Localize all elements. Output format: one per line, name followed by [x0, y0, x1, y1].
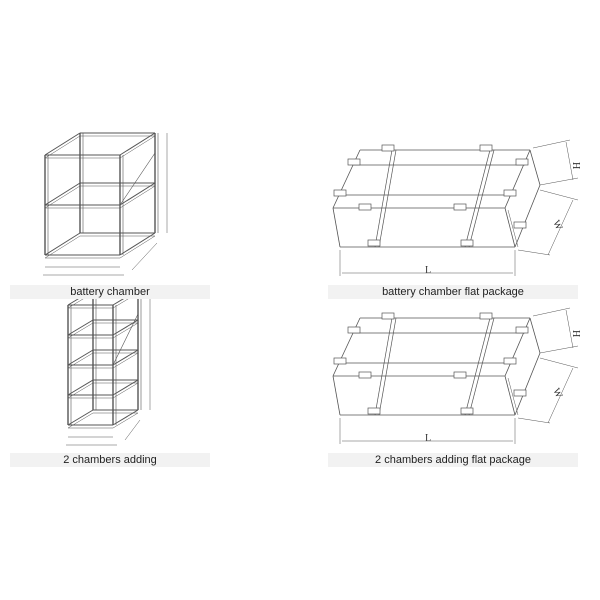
drawing-line	[112, 322, 139, 339]
caption-two-chambers-adding: 2 chambers adding	[10, 453, 210, 467]
strap-clip	[347, 326, 361, 334]
drawing-line	[44, 235, 81, 259]
drawing-line	[67, 409, 94, 426]
caption-two-chambers-flat-package: 2 chambers adding flat package	[328, 453, 578, 467]
strap-clip	[460, 407, 474, 415]
drawing-line	[468, 149, 495, 248]
drawing-line	[112, 379, 139, 396]
strap-clip	[381, 312, 395, 320]
strap-clip	[333, 357, 347, 365]
drawing-line	[374, 149, 393, 248]
drawing-line	[504, 207, 516, 248]
width-label: W	[550, 387, 564, 401]
drawing-line	[514, 352, 541, 416]
strap-clip	[513, 389, 527, 397]
drawing-line	[119, 152, 156, 206]
drawing-line	[532, 139, 571, 149]
drawing-line	[332, 207, 341, 248]
drawing-line	[529, 317, 541, 354]
strap-clip	[358, 203, 372, 211]
drawing-line	[67, 349, 94, 366]
drawing-line	[529, 149, 541, 186]
drawing-line	[332, 375, 341, 416]
drawing-line	[547, 199, 574, 256]
drawing-line	[67, 412, 94, 429]
drawing-line	[565, 141, 574, 181]
drawing-line	[44, 132, 81, 156]
drawing-line	[119, 232, 156, 256]
strap-clip	[381, 144, 395, 152]
drawing-line	[119, 182, 156, 206]
strap-clip	[358, 371, 372, 379]
drawing-line	[517, 417, 551, 424]
drawing-line	[112, 313, 139, 366]
drawing-line	[112, 412, 139, 429]
drawing-line	[514, 184, 541, 248]
drawing-line	[112, 382, 139, 399]
drawing-line	[119, 135, 156, 159]
strap-clip	[503, 357, 517, 365]
strap-clip	[513, 221, 527, 229]
drawing-line	[539, 189, 579, 201]
drawing-line	[464, 317, 491, 416]
drawing-line	[67, 319, 94, 336]
caption-battery-chamber-flat-package: battery chamber flat package	[328, 285, 578, 299]
drawing-line	[468, 317, 495, 416]
drawing-line	[67, 382, 94, 399]
drawing-line	[44, 185, 81, 209]
drawing-line	[44, 232, 81, 256]
drawing-line	[44, 135, 81, 159]
drawing-line	[539, 177, 579, 186]
drawing-line	[119, 235, 156, 259]
drawing-line	[131, 242, 158, 271]
caption-battery-chamber: battery chamber	[10, 285, 210, 299]
drawing-line	[124, 419, 141, 441]
drawing-line	[517, 249, 551, 256]
drawing-line	[539, 357, 579, 369]
drawing-line	[378, 149, 397, 248]
drawing-line	[44, 182, 81, 206]
drawing-line	[507, 377, 519, 416]
height-label: H	[570, 162, 581, 169]
strap-clip	[515, 326, 529, 334]
drawing-line	[464, 149, 491, 248]
width-label: W	[550, 219, 564, 233]
strap-clip	[453, 203, 467, 211]
height-label: H	[570, 330, 581, 337]
drawing-line	[119, 132, 156, 156]
strap-clip	[333, 189, 347, 197]
drawing-line	[112, 409, 139, 426]
two-chambers-drawing	[66, 289, 151, 446]
drawing-line	[539, 345, 579, 354]
drawing-line	[67, 352, 94, 369]
strap-clip	[503, 189, 517, 197]
drawing-line	[67, 322, 94, 339]
length-label: L	[425, 433, 431, 444]
drawing-line	[374, 317, 393, 416]
two-chambers-package-drawing: L H W	[332, 307, 581, 444]
drawing-line	[565, 309, 574, 349]
strap-clip	[479, 144, 493, 152]
strap-clip	[367, 239, 381, 247]
battery-chamber-drawing	[43, 132, 168, 276]
drawing-line	[112, 349, 139, 366]
strap-clip	[515, 158, 529, 166]
strap-clip	[347, 158, 361, 166]
strap-clip	[460, 239, 474, 247]
battery-chamber-package-drawing: L H W	[332, 139, 581, 276]
drawing-line	[119, 185, 156, 209]
strap-clip	[367, 407, 381, 415]
drawing-line	[112, 352, 139, 369]
strap-clip	[453, 371, 467, 379]
strap-clip	[479, 312, 493, 320]
length-label: L	[425, 265, 431, 276]
drawing-line	[504, 375, 516, 416]
drawing-line	[378, 317, 397, 416]
drawing-line	[547, 367, 574, 424]
drawing-line	[532, 307, 571, 317]
drawing-line	[507, 209, 519, 248]
drawing-line	[67, 379, 94, 396]
